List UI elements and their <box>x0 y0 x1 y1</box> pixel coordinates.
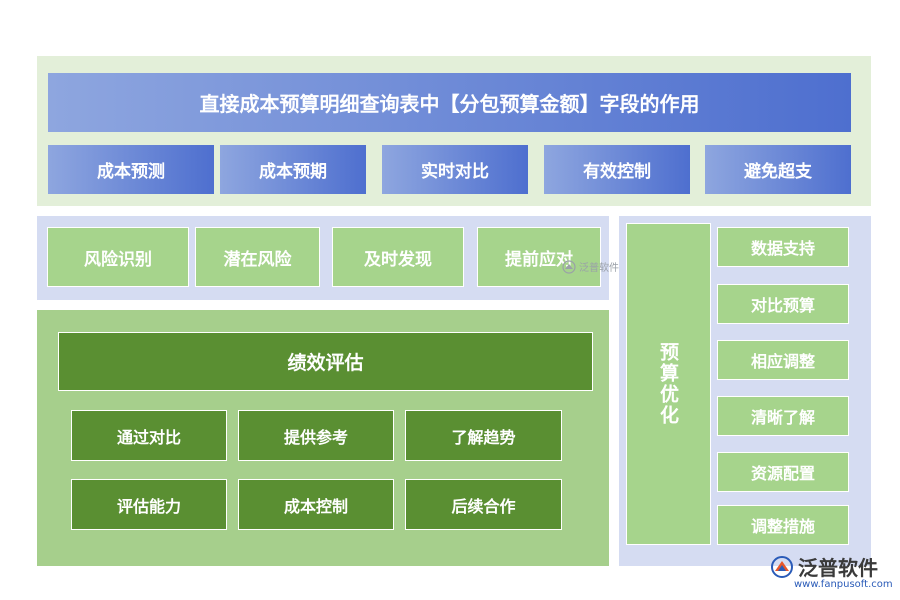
tab-cost-forecast: 成本预测 <box>48 145 214 194</box>
perf-item-ability: 评估能力 <box>71 479 227 530</box>
perf-item-trend: 了解趋势 <box>405 410 562 461</box>
risk-item-discover: 及时发现 <box>332 227 464 287</box>
brand-logo: 泛普软件 www.fanpusoft.com <box>770 552 894 598</box>
tab-realtime-compare: 实时对比 <box>382 145 528 194</box>
watermark-text: 泛普软件 <box>579 263 619 274</box>
tab-effective-control: 有效控制 <box>544 145 690 194</box>
performance-title: 绩效评估 <box>58 332 593 391</box>
watermark-logo-icon <box>562 259 576 274</box>
watermark: 泛普软件 <box>562 259 619 274</box>
budget-item-measures: 调整措施 <box>717 505 849 545</box>
budget-item-adjust: 相应调整 <box>717 340 849 380</box>
perf-item-cooperation: 后续合作 <box>405 479 562 530</box>
perf-item-compare: 通过对比 <box>71 410 227 461</box>
brand-name: 泛普软件 <box>798 556 878 580</box>
tab-avoid-overspend: 避免超支 <box>705 145 851 194</box>
budget-item-data-support: 数据支持 <box>717 227 849 267</box>
tab-cost-expectation: 成本预期 <box>220 145 366 194</box>
budget-item-compare: 对比预算 <box>717 284 849 324</box>
budget-item-resource: 资源配置 <box>717 452 849 492</box>
risk-item-respond: 提前应对 <box>477 227 601 287</box>
brand-url: www.fanpusoft.com <box>794 579 893 590</box>
perf-item-cost-control: 成本控制 <box>238 479 394 530</box>
brand-logo-icon <box>771 555 793 578</box>
risk-item-potential: 潜在风险 <box>195 227 320 287</box>
budget-item-clear: 清晰了解 <box>717 396 849 436</box>
perf-item-reference: 提供参考 <box>238 410 394 461</box>
budget-opt-label: 预算优化 <box>626 223 711 545</box>
main-title: 直接成本预算明细查询表中【分包预算金额】字段的作用 <box>48 73 851 132</box>
risk-item-identify: 风险识别 <box>47 227 189 287</box>
